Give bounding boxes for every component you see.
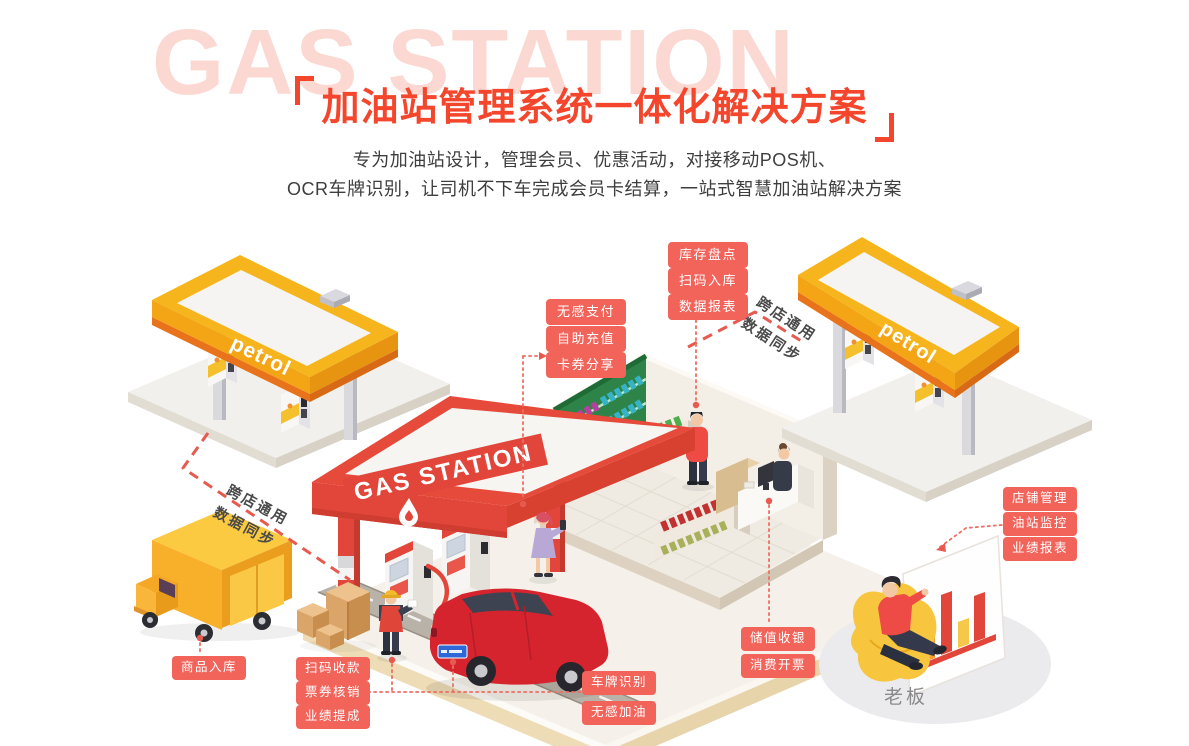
woman-with-phone	[529, 511, 566, 584]
label-performance-commission: 业绩提成	[296, 705, 371, 729]
label-stored-value-cashier: 储值收银	[741, 627, 816, 651]
droplet-logo-icon	[399, 498, 418, 527]
label-goods-inbound: 商品入库	[172, 656, 247, 680]
boss-person	[878, 576, 947, 670]
roof-vent	[320, 289, 350, 308]
label-scan-collect: 扫码收款	[296, 657, 371, 681]
page-title-text: 加油站管理系统一体化解决方案	[321, 87, 868, 129]
label-contactless-refuel: 无感加油	[582, 701, 657, 725]
label-scan-inbound: 扫码入库	[668, 268, 749, 294]
subtitle-line-2: OCR车牌识别，让司机不下车完成会员卡结算，一站式智慧加油站解决方案	[287, 179, 902, 199]
left-petrol-station: petrol	[128, 255, 450, 468]
sync-line-right	[687, 310, 807, 349]
boss-area	[819, 534, 1051, 724]
page-title-row: 加油站管理系统一体化解决方案	[0, 76, 1189, 142]
label-performance-report: 业绩报表	[1003, 537, 1078, 561]
dashed-connectors	[181, 310, 807, 582]
bracket-bottom-right-icon	[874, 112, 894, 142]
label-plate-recognition: 车牌识别	[582, 671, 657, 695]
cashier-person	[773, 443, 792, 491]
label-data-report: 数据报表	[668, 294, 749, 320]
sync-line-left	[181, 432, 351, 582]
label-station-monitor: 油站监控	[1003, 512, 1078, 536]
label-consumption-invoice: 消费开票	[741, 654, 816, 678]
label-stock-count: 库存盘点	[668, 242, 749, 268]
background-watermark-text: GAS STATION	[152, 10, 796, 114]
page-subtitle: 专为加油站设计，管理会员、优惠活动，对接移动POS机、 OCR车牌识别，让司机不…	[0, 146, 1189, 204]
cardboard-boxes	[297, 582, 376, 652]
label-store-management: 店铺管理	[1003, 487, 1078, 511]
page-title: 加油站管理系统一体化解决方案	[295, 76, 894, 142]
bracket-top-left-icon	[295, 76, 315, 105]
red-car	[426, 588, 610, 701]
label-coupon-share: 卡券分享	[546, 352, 627, 378]
right-petrol-station: petrol	[782, 237, 1092, 502]
connector-dots	[196, 352, 946, 666]
delivery-truck	[134, 510, 300, 642]
subtitle-line-1: 专为加油站设计，管理会员、优惠活动，对接移动POS机、	[352, 150, 837, 170]
label-ticket-verify: 票券核销	[296, 681, 371, 705]
boss-label: 老板	[884, 687, 929, 708]
island-shelf-2	[654, 495, 750, 560]
label-self-recharge: 自助充值	[546, 326, 627, 352]
dotted-connectors	[199, 319, 1003, 693]
label-contactless-pay: 无感支付	[546, 299, 627, 325]
pos-terminal	[758, 461, 774, 487]
center-gas-station: GAS STATION	[312, 396, 695, 701]
canopy-sign-band	[342, 433, 548, 511]
attendant-person	[377, 590, 418, 662]
